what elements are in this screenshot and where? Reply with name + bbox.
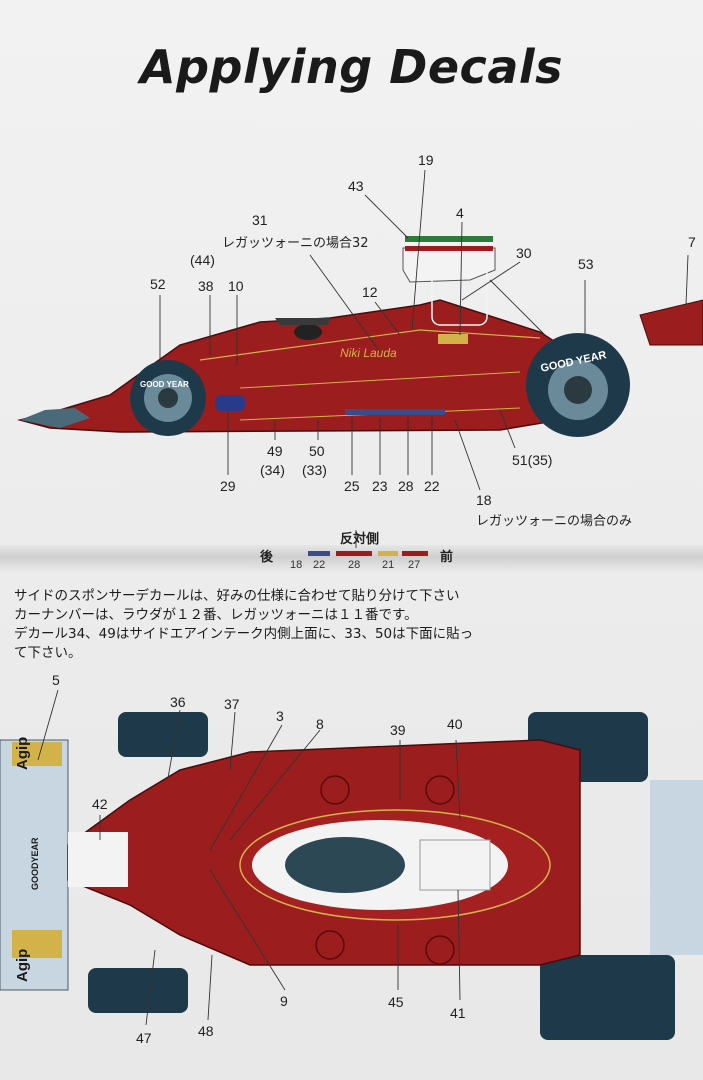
- label-49: 49: [267, 443, 283, 459]
- label-45: 45: [388, 994, 404, 1010]
- label-42: 42: [92, 796, 108, 812]
- front-tyre-brand: GOOD YEAR: [140, 380, 189, 389]
- opposite-side-heading: 反対側: [340, 532, 380, 547]
- label-31: 31: [252, 212, 268, 228]
- label-47: 47: [136, 1030, 152, 1046]
- instruction-line-3: デカール34、49はサイドエアインテーク内側上面に、33、50は下面に貼っ: [14, 626, 474, 642]
- label-3: 3: [276, 708, 284, 724]
- label-34: (34): [260, 462, 285, 478]
- label-22: 22: [424, 478, 440, 494]
- label-44: (44): [190, 252, 215, 268]
- label-7: 7: [688, 234, 696, 250]
- label-51: 51(35): [512, 452, 553, 468]
- top-view-car: [0, 689, 703, 1040]
- wing-text-agip-top: Agip: [14, 736, 31, 770]
- label-53: 53: [578, 256, 594, 272]
- label-29: 29: [220, 478, 236, 494]
- label-8: 8: [316, 716, 324, 732]
- side-view-car: [17, 169, 703, 556]
- instruction-line-4: て下さい。: [14, 645, 82, 661]
- label-37: 37: [224, 696, 240, 712]
- label-25: 25: [344, 478, 360, 494]
- wing-text-goodyear: GOODYEAR: [30, 837, 40, 890]
- opposite-number-28: 28: [348, 559, 361, 571]
- instruction-line-2: カーナンバーは、ラウダが１２番、レガッツォーニは１１番です。: [14, 607, 418, 623]
- label-19: 19: [418, 152, 434, 168]
- opposite-side-rear: 後: [260, 550, 274, 565]
- page-title: Applying Decals: [140, 40, 564, 94]
- paper-fold: [0, 545, 703, 575]
- label-30: 30: [516, 245, 532, 261]
- label-38: 38: [198, 278, 214, 294]
- opposite-number-18: 18: [290, 559, 303, 571]
- opposite-number-27: 27: [408, 559, 421, 571]
- opposite-number-22: 22: [313, 559, 326, 571]
- label-10: 10: [228, 278, 244, 294]
- label-23: 23: [372, 478, 388, 494]
- label-41: 41: [450, 1005, 466, 1021]
- label-5: 5: [52, 672, 60, 688]
- label-52: 52: [150, 276, 166, 292]
- label-36: 36: [170, 694, 186, 710]
- label-4: 4: [456, 205, 464, 221]
- opposite-number-21: 21: [382, 559, 395, 571]
- label-9: 9: [280, 993, 288, 1009]
- label-18-note: レガッツォーニの場合のみ: [476, 514, 633, 529]
- opposite-side-front: 前: [440, 550, 454, 565]
- label-48: 48: [198, 1023, 214, 1039]
- label-18: 18: [476, 492, 492, 508]
- label-12: 12: [362, 284, 378, 300]
- label-43: 43: [348, 178, 364, 194]
- wing-text-agip-bottom: Agip: [14, 948, 31, 982]
- label-50: 50: [309, 443, 325, 459]
- label-39: 39: [390, 722, 406, 738]
- label-28: 28: [398, 478, 414, 494]
- driver-name: Niki Lauda: [340, 346, 397, 360]
- label-31-note: レガッツォーニの場合32: [222, 236, 369, 251]
- instruction-line-1: サイドのスポンサーデカールは、好みの仕様に合わせて貼り分けて下さい: [14, 588, 460, 604]
- label-40: 40: [447, 716, 463, 732]
- label-33: (33): [302, 462, 327, 478]
